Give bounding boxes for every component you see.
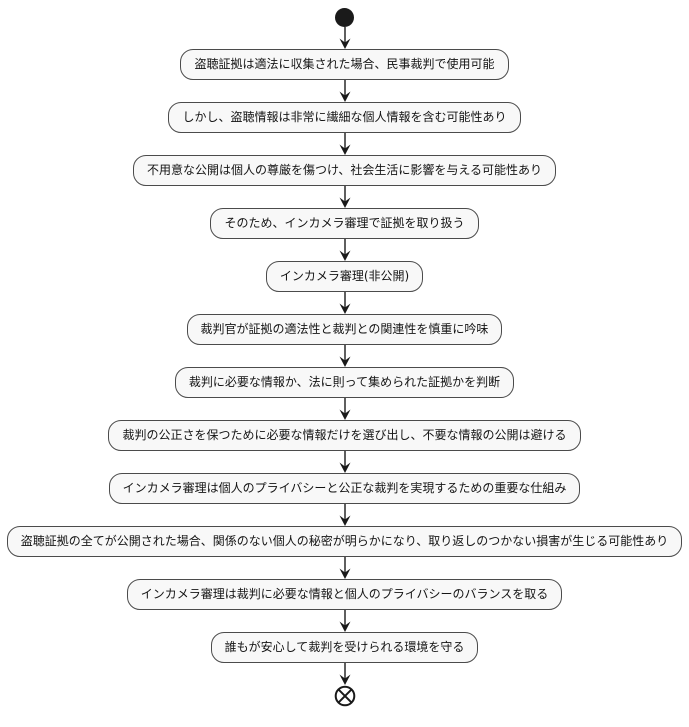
activity-node: 誰もが安心して裁判を受けられる環境を守る <box>210 632 479 663</box>
flow-arrow-icon <box>339 239 350 261</box>
flow-arrow-icon <box>339 610 350 632</box>
activity-node: 裁判官が証拠の適法性と裁判との関連性を慎重に吟味 <box>186 314 503 345</box>
flow-arrow-icon <box>339 292 350 314</box>
flow-arrow-icon <box>339 398 350 420</box>
activity-node: 盗聴証拠は適法に収集された場合、民事裁判で使用可能 <box>180 49 509 80</box>
activity-node: インカメラ審理は個人のプライバシーと公正な裁判を実現するための重要な仕組み <box>108 473 581 504</box>
flow-arrow-icon <box>339 451 350 473</box>
flow-arrow-icon <box>339 186 350 208</box>
activity-node: 盗聴証拠の全てが公開された場合、関係のない個人の秘密が明らかになり、取り返しのつ… <box>6 526 683 557</box>
activity-node: 不用意な公開は個人の尊厳を傷つけ、社会生活に影響を与える可能性あり <box>132 155 557 186</box>
activity-node: 裁判の公正さを保つために必要な情報だけを選び出し、不要な情報の公開は避ける <box>108 420 581 451</box>
flow-arrow-icon <box>339 80 350 102</box>
end-node-circled-x-icon <box>334 685 355 707</box>
flow-arrow-icon <box>339 557 350 579</box>
flow-arrow-icon <box>339 133 350 155</box>
activity-node: 裁判に必要な情報か、法に則って集められた証拠かを判断 <box>174 367 515 398</box>
start-node-icon <box>335 8 354 27</box>
flow-arrow-icon <box>339 345 350 367</box>
activity-node: インカメラ審理は裁判に必要な情報と個人のプライバシーのバランスを取る <box>126 579 563 610</box>
activity-node: そのため、インカメラ審理で証拠を取り扱う <box>210 208 479 239</box>
activity-node: しかし、盗聴情報は非常に繊細な個人情報を含む可能性あり <box>168 102 521 133</box>
flow-arrow-icon <box>339 27 350 49</box>
activity-node: インカメラ審理(非公開) <box>265 261 424 292</box>
flow-arrow-icon <box>339 504 350 526</box>
flow-arrow-icon <box>339 663 350 685</box>
